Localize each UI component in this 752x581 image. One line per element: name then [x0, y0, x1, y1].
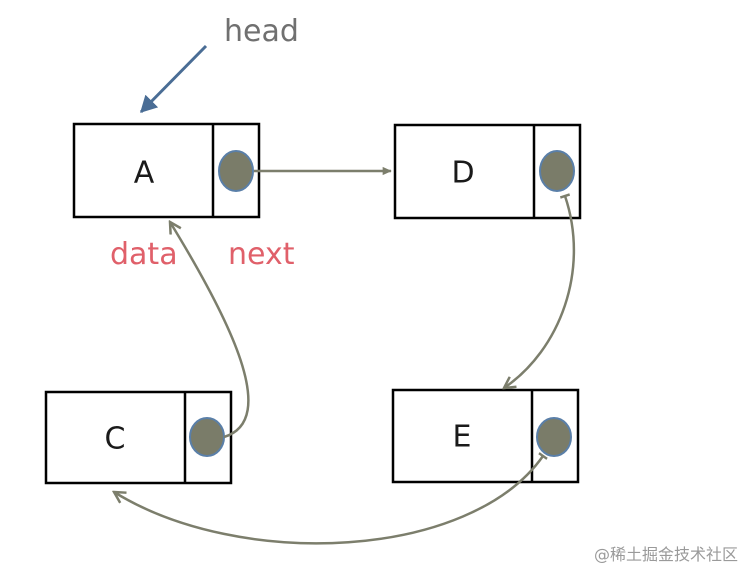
node-e-label: E	[453, 420, 472, 455]
watermark: @稀土掘金技术社区	[594, 545, 738, 564]
data-field-label: data	[110, 237, 178, 272]
node-a: A	[72, 122, 261, 219]
node-e-pointer	[536, 417, 572, 457]
node-d: D	[393, 123, 582, 220]
link-e-to-c	[114, 456, 543, 545]
node-d-pointer	[539, 150, 575, 192]
link-d-to-e	[504, 196, 576, 388]
node-c: C	[44, 390, 233, 485]
node-d-label: D	[451, 156, 474, 191]
head-label: head	[224, 14, 299, 49]
next-field-label: next	[228, 237, 295, 272]
node-a-pointer	[218, 150, 254, 192]
node-c-pointer	[189, 417, 225, 457]
head-arrow	[139, 44, 208, 114]
link-c-to-a	[170, 222, 250, 439]
node-e: E	[391, 388, 580, 484]
node-a-label: A	[134, 156, 155, 191]
node-c-label: C	[105, 422, 126, 457]
